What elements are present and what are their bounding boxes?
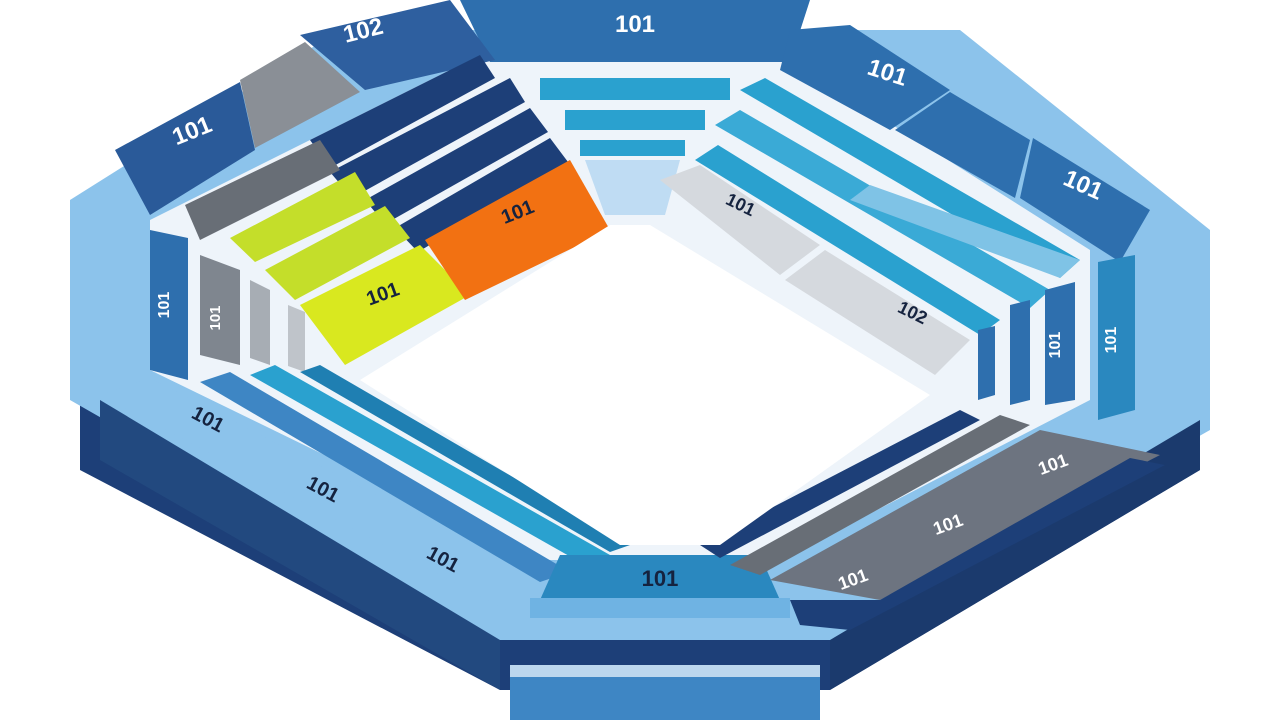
section-right-inner-lower[interactable] — [785, 250, 970, 375]
section-label-top-center: 101 — [615, 11, 655, 38]
section-yellow-block[interactable] — [300, 245, 470, 365]
section-right-side-outer-vertical[interactable] — [1098, 255, 1135, 420]
section-right-outer[interactable] — [1020, 138, 1150, 262]
arena-bottom-wall — [100, 400, 500, 690]
section-label-left-side-vertical: 101 — [156, 292, 173, 319]
bottom-right-row-2 — [730, 415, 1030, 575]
section-left-side-vertical[interactable] — [150, 230, 188, 380]
section-top-left-outer[interactable] — [300, 0, 495, 90]
bottom-left-row-3 — [300, 365, 630, 552]
section-label-right-side-vertical: 101 — [1047, 332, 1064, 359]
right-row-3 — [695, 145, 1000, 335]
section-lime-lower[interactable] — [265, 206, 410, 300]
section-top-center[interactable] — [460, 0, 810, 62]
section-right-side-vertical[interactable] — [1045, 282, 1075, 405]
section-bottom-left-band[interactable] — [100, 378, 560, 612]
bottom-center-step — [530, 598, 790, 618]
section-right-upper-outer[interactable] — [780, 25, 950, 130]
left-side-rail-2 — [288, 305, 305, 372]
left-side-rail-1 — [250, 280, 270, 365]
section-bottom-right-gray[interactable] — [770, 430, 1160, 600]
section-bottom-right-navy[interactable] — [790, 458, 1165, 630]
top-inner-bar-2 — [565, 110, 705, 130]
section-bottom-center[interactable] — [540, 555, 780, 600]
right-row-1 — [740, 78, 1080, 278]
bottom-left-row-1 — [250, 365, 610, 565]
arena-floor — [360, 225, 930, 545]
section-lime-upper[interactable] — [230, 172, 375, 262]
top-inner-stair — [585, 160, 680, 215]
left-gray-row — [185, 140, 340, 240]
left-row-2 — [330, 78, 525, 198]
right-side-rail-1 — [1010, 300, 1030, 405]
right-row-light — [850, 185, 1080, 278]
section-label-left-side-inner-vertical: 101 — [207, 305, 224, 330]
section-orange-block[interactable] — [425, 160, 610, 300]
top-inner-bar-3 — [580, 140, 685, 156]
bottom-entrance-top — [510, 665, 820, 677]
section-label-right-side-outer-vertical: 101 — [1103, 327, 1120, 354]
section-left-side-inner-vertical[interactable] — [200, 255, 240, 365]
section-left-outer[interactable] — [115, 82, 255, 215]
right-side-rail-2 — [978, 326, 995, 400]
bottom-left-row-2 — [200, 372, 570, 582]
section-right-inner-upper[interactable] — [660, 165, 820, 275]
section-right-mid-outer[interactable] — [895, 92, 1030, 198]
left-row-3 — [365, 108, 548, 224]
left-row-4 — [395, 138, 568, 252]
top-inner-bar-1 — [540, 78, 730, 100]
section-top-left-gray[interactable] — [240, 42, 360, 148]
bottom-right-row-1 — [700, 410, 980, 558]
section-label-bottom-center: 101 — [642, 566, 679, 591]
left-row-1 — [310, 55, 495, 168]
